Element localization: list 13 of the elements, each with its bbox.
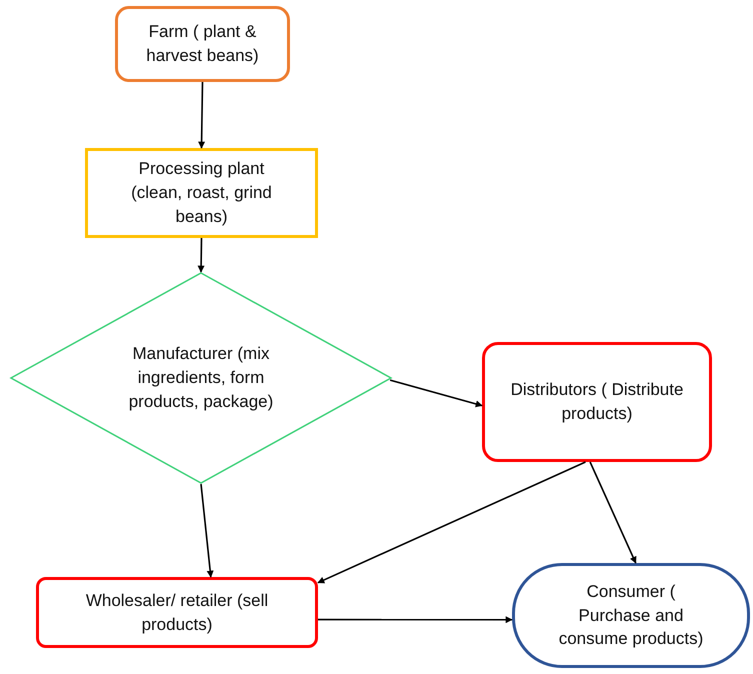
process-box: Processing plant (clean, roast, grind beans) bbox=[85, 148, 318, 238]
arrow bbox=[589, 462, 636, 564]
process-box: Farm ( plant & harvest beans) bbox=[115, 6, 290, 82]
arrow bbox=[317, 461, 586, 584]
arrow bbox=[198, 82, 206, 149]
decision-diamond: Manufacturer (mix ingredients, form products, package) bbox=[10, 272, 392, 484]
arrow bbox=[390, 379, 483, 408]
arrow bbox=[318, 616, 513, 624]
terminal-box: Consumer ( Purchase and consume products) bbox=[512, 563, 750, 668]
process-box: Distributors ( Distribute products) bbox=[482, 342, 712, 462]
arrow bbox=[200, 484, 214, 578]
process-box: Wholesaler/ retailer (sell products) bbox=[36, 577, 318, 648]
arrow bbox=[198, 238, 205, 273]
